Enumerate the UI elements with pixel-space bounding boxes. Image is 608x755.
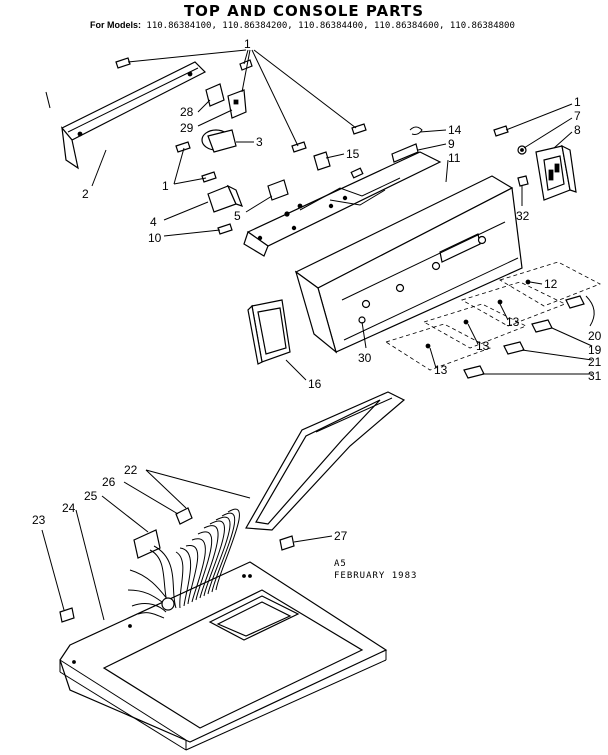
- rear-bracket-part-2: [45, 61, 207, 170]
- callout-30: 30: [358, 351, 372, 365]
- callout-23: 23: [32, 513, 46, 527]
- wire-channel-part-22: [245, 391, 406, 531]
- callout-32: 32: [516, 209, 530, 223]
- revision-date: FEBRUARY 1983: [334, 571, 417, 581]
- callout-20: 20: [588, 329, 602, 343]
- callout-13-upper: 13: [506, 315, 520, 329]
- callout-15: 15: [346, 147, 360, 161]
- console-panel: [294, 175, 523, 354]
- callout-26: 26: [102, 475, 116, 489]
- callout-4: 4: [150, 215, 157, 229]
- callout-labels: 1 1 7 8 1 2 3 4 5 10 28 29 14 15 9 11 32…: [32, 37, 602, 543]
- console-end-cap-part-16: [247, 299, 291, 365]
- callout-1-top: 1: [244, 37, 251, 51]
- callout-31: 31: [588, 369, 602, 383]
- callout-29: 29: [180, 121, 194, 135]
- models-prefix: For Models:: [90, 20, 141, 30]
- control-knob-group: [358, 261, 601, 379]
- wiring-harness-part-25: [59, 507, 295, 623]
- callout-1-left: 1: [162, 179, 169, 193]
- callout-12: 12: [544, 277, 558, 291]
- callout-10: 10: [148, 231, 162, 245]
- switches-and-relays: [201, 83, 289, 213]
- control-mounting-bracket: [243, 151, 442, 257]
- callout-24: 24: [62, 501, 76, 515]
- models-numbers: 110.86384100, 110.86384200, 110.86384400…: [146, 21, 515, 31]
- callout-21: 21: [588, 355, 602, 369]
- callout-7: 7: [574, 109, 581, 123]
- timer-bracket-part-8: [517, 144, 577, 201]
- callout-2: 2: [82, 187, 89, 201]
- callout-25: 25: [84, 489, 98, 503]
- callout-1-right: 1: [574, 95, 581, 109]
- callout-9: 9: [448, 137, 455, 151]
- revision-code: A5: [334, 559, 347, 569]
- callout-11: 11: [448, 151, 461, 165]
- callout-5: 5: [234, 209, 241, 223]
- callout-14: 14: [448, 123, 462, 137]
- callout-16: 16: [308, 377, 322, 391]
- callout-13-lower: 13: [434, 363, 448, 377]
- callout-27: 27: [334, 529, 348, 543]
- callout-8: 8: [574, 123, 581, 137]
- callout-3: 3: [256, 135, 263, 149]
- page-title: TOP AND CONSOLE PARTS: [183, 2, 425, 20]
- callout-22: 22: [124, 463, 138, 477]
- callout-13-middle: 13: [476, 339, 490, 353]
- leader-lines: [41, 49, 595, 621]
- screws-and-fasteners: [115, 57, 527, 235]
- dryer-top-part-24: [59, 561, 388, 751]
- model-list: For Models: 110.86384100, 110.86384200, …: [90, 20, 515, 31]
- callout-19: 19: [588, 343, 602, 357]
- callout-28: 28: [180, 105, 194, 119]
